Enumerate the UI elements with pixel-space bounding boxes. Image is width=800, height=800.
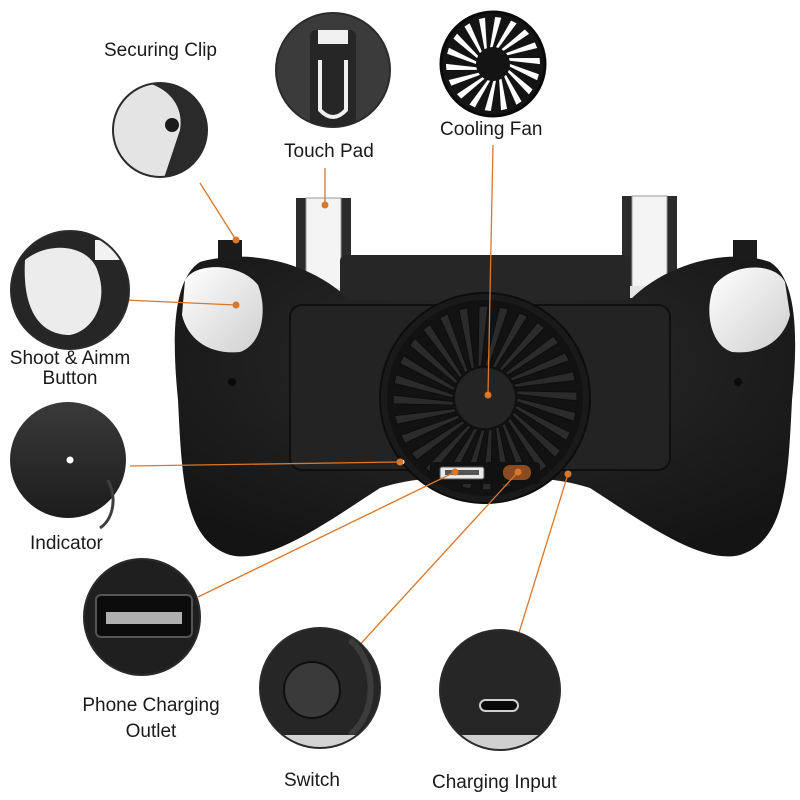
- label-touch-pad: Touch Pad: [284, 141, 374, 162]
- fan-blade: [399, 354, 456, 392]
- fan-blade: [424, 424, 472, 475]
- label-shoot-aim: Shoot & Aimm Button: [2, 348, 138, 390]
- detail-cooling-fan: [439, 10, 547, 118]
- fan-blade: [498, 321, 546, 372]
- fan-blade: [490, 17, 502, 48]
- fan-blade: [410, 420, 466, 461]
- fan-blade: [392, 394, 455, 406]
- fan-blade: [513, 371, 576, 388]
- detail-touch-pad: [275, 12, 391, 128]
- detail-indicator: [10, 402, 126, 530]
- fan-blade: [478, 17, 487, 50]
- fan-blade: [439, 313, 469, 374]
- fan-blade: [446, 63, 478, 71]
- usb-c-port-icon: [479, 699, 519, 712]
- fan-blade: [484, 80, 496, 111]
- label-shoot-aim-line1: Shoot & Aimm: [9, 348, 131, 369]
- label-shoot-aim-line2: Button: [42, 368, 98, 389]
- label-cooling-fan: Cooling Fan: [440, 119, 543, 140]
- fan-blade: [393, 374, 454, 399]
- detail-switch: [259, 627, 381, 749]
- label-phone-charging-line2: Outlet: [125, 721, 177, 742]
- fan-blade: [400, 414, 461, 444]
- callout-lines: [124, 144, 569, 651]
- fan-blade: [509, 64, 539, 81]
- detail-securing-clip: [112, 82, 208, 178]
- label-switch: Switch: [284, 770, 340, 791]
- fan-blade: [453, 33, 479, 59]
- fan-blade: [504, 74, 522, 105]
- label-charging-input: Charging Input: [432, 772, 557, 793]
- fan-blade: [506, 42, 538, 56]
- label-phone-charging-line1: Phone Charging: [82, 695, 220, 716]
- callout-dots: [232, 201, 572, 478]
- fan-blade: [511, 411, 562, 459]
- fan-blade: [456, 77, 485, 99]
- fan-blade: [394, 408, 457, 425]
- label-securing-clip: Securing Clip: [104, 40, 217, 61]
- fan-blade: [507, 417, 548, 473]
- fan-blade: [464, 23, 482, 54]
- fan-blade: [507, 69, 533, 95]
- fan-blade: [504, 335, 560, 376]
- fan-icon: [379, 292, 591, 504]
- detail-charging-input: [439, 629, 561, 751]
- fan-blade: [508, 57, 540, 65]
- fan-blade: [484, 306, 509, 367]
- fan-blade: [422, 323, 463, 379]
- fan-blade: [408, 337, 459, 385]
- right-trigger: [709, 267, 790, 353]
- fan-blade: [495, 20, 517, 48]
- label-phone-charging-outlet: Phone Charging Outlet: [76, 695, 226, 743]
- detail-phone-charging-outlet: [83, 558, 201, 676]
- fan-blade: [458, 307, 475, 370]
- gamepad-body: [174, 195, 796, 557]
- fan-blade: [447, 47, 477, 64]
- detail-shoot-aim-button: [10, 230, 130, 350]
- fan-blade: [516, 397, 577, 422]
- fan-blade: [515, 390, 578, 402]
- fan-blade: [509, 352, 570, 382]
- label-indicator: Indicator: [30, 533, 103, 554]
- fan-blade: [499, 78, 508, 111]
- fan-blade: [477, 305, 489, 368]
- left-trigger: [182, 267, 263, 353]
- fan-blade: [501, 29, 530, 51]
- fan-blade: [448, 72, 480, 86]
- fan-blade: [514, 404, 571, 442]
- fan-blade: [469, 80, 491, 108]
- fan-blade: [491, 312, 529, 369]
